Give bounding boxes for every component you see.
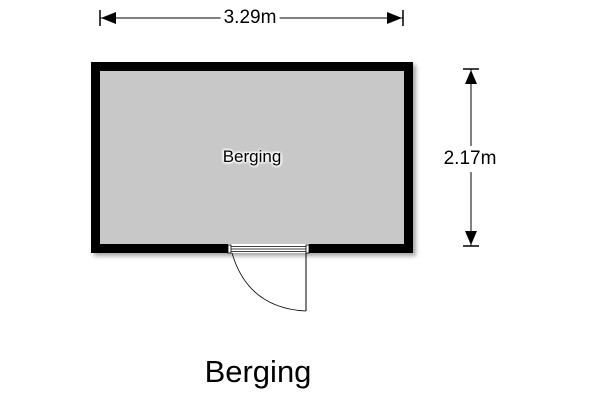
plan-title: Berging: [204, 354, 312, 389]
door-swing-arc: [231, 252, 307, 312]
width-dimension-label: 3.29m: [220, 7, 280, 29]
room-floor: [100, 71, 404, 244]
arrow-right-icon: [387, 12, 402, 24]
arrow-down-icon: [465, 231, 477, 245]
arrow-left-icon: [101, 12, 116, 24]
arrow-up-icon: [465, 70, 477, 84]
room-label: Berging: [222, 147, 282, 166]
height-dimension-label: 2.17m: [443, 146, 497, 172]
door: [227, 244, 310, 312]
